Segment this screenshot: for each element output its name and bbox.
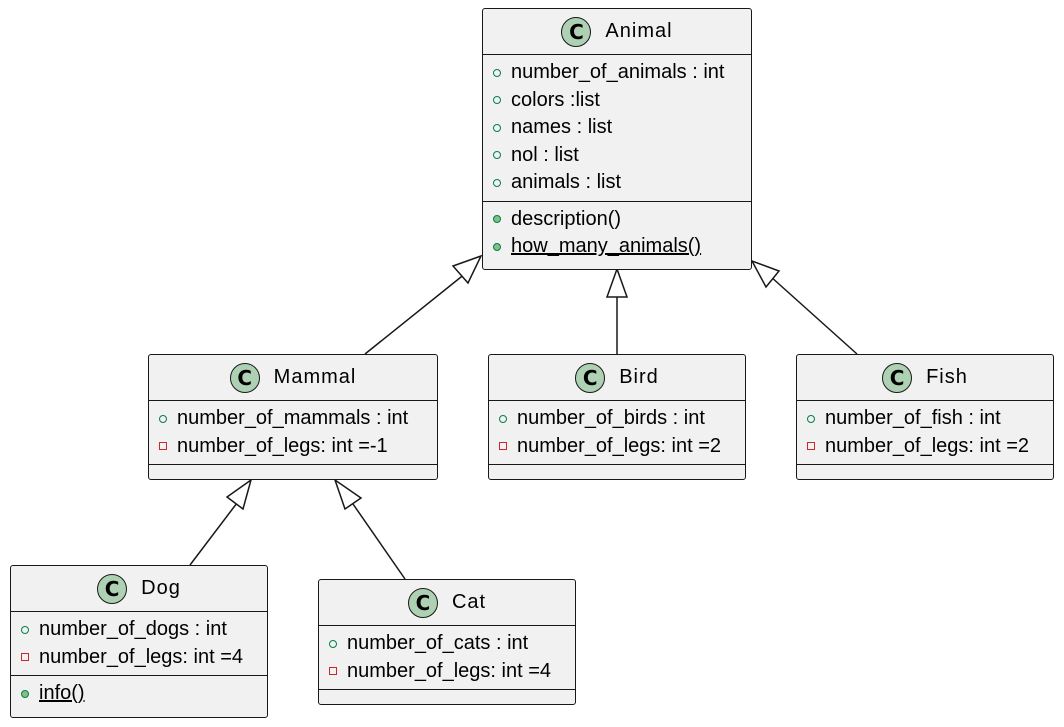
attribute: number_of_legs: int =2 bbox=[489, 433, 745, 461]
attributes-section: number_of_dogs : int number_of_legs: int… bbox=[11, 612, 267, 676]
public-field-icon bbox=[493, 123, 501, 132]
public-method-icon bbox=[21, 689, 29, 698]
methods-section bbox=[149, 465, 437, 481]
attribute: number_of_cats : int bbox=[319, 630, 575, 658]
public-field-icon bbox=[493, 68, 501, 77]
private-field-icon bbox=[807, 442, 815, 451]
attribute: number_of_birds : int bbox=[489, 405, 745, 433]
arrowhead-bird-animal bbox=[605, 266, 629, 298]
attribute: number_of_legs: int =4 bbox=[319, 658, 575, 686]
class-c-icon: C bbox=[407, 587, 438, 618]
methods-section: info() bbox=[11, 676, 267, 712]
attribute: number_of_dogs : int bbox=[11, 616, 267, 644]
class-name: Bird bbox=[619, 366, 659, 388]
public-method-icon bbox=[493, 215, 501, 224]
private-field-icon bbox=[21, 653, 29, 662]
attribute: animals : list bbox=[483, 169, 751, 197]
class-header: C Bird bbox=[489, 355, 745, 401]
methods-section bbox=[489, 465, 745, 481]
methods-section bbox=[319, 690, 575, 706]
methods-section: description() how_many_animals() bbox=[483, 202, 751, 265]
class-c-icon: C bbox=[575, 362, 606, 393]
arrowhead-dog-mammal bbox=[225, 478, 253, 511]
attribute: names : list bbox=[483, 114, 751, 142]
edge-dog-mammal bbox=[189, 502, 238, 566]
class-bird[interactable]: C Bird number_of_birds : int number_of_l… bbox=[488, 354, 746, 480]
attribute: nol : list bbox=[483, 142, 751, 170]
edge-fish-animal bbox=[769, 275, 858, 355]
attribute: number_of_legs: int =2 bbox=[797, 433, 1053, 461]
class-c-icon: C bbox=[561, 16, 592, 47]
public-field-icon bbox=[807, 414, 815, 423]
attribute: number_of_legs: int =4 bbox=[11, 644, 267, 672]
class-fish[interactable]: C Fish number_of_fish : int number_of_le… bbox=[796, 354, 1054, 480]
class-name: Dog bbox=[141, 577, 181, 599]
class-header: C Animal bbox=[483, 9, 751, 55]
class-cat[interactable]: C Cat number_of_cats : int number_of_leg… bbox=[318, 579, 576, 705]
arrowhead-cat-mammal bbox=[333, 478, 363, 511]
methods-section bbox=[797, 465, 1053, 481]
private-field-icon bbox=[329, 667, 337, 676]
attribute: number_of_animals : int bbox=[483, 59, 751, 87]
static-method: info() bbox=[11, 680, 267, 708]
public-field-icon bbox=[499, 414, 507, 423]
public-field-icon bbox=[329, 639, 337, 648]
attributes-section: number_of_cats : int number_of_legs: int… bbox=[319, 626, 575, 690]
edge-cat-mammal bbox=[352, 503, 406, 580]
attribute: number_of_legs: int =-1 bbox=[149, 433, 437, 461]
class-c-icon: C bbox=[97, 573, 128, 604]
public-field-icon bbox=[493, 151, 501, 160]
class-header: C Dog bbox=[11, 566, 267, 612]
class-mammal[interactable]: C Mammal number_of_mammals : int number_… bbox=[148, 354, 438, 480]
class-c-icon: C bbox=[229, 362, 260, 393]
private-field-icon bbox=[159, 442, 167, 451]
attribute: number_of_mammals : int bbox=[149, 405, 437, 433]
arrowhead-mammal-animal bbox=[451, 254, 483, 285]
class-name: Animal bbox=[605, 20, 673, 42]
class-header: C Fish bbox=[797, 355, 1053, 401]
public-field-icon bbox=[493, 178, 501, 187]
arrowhead-fish-animal bbox=[750, 259, 781, 289]
private-field-icon bbox=[499, 442, 507, 451]
class-c-icon: C bbox=[882, 362, 913, 393]
class-header: C Cat bbox=[319, 580, 575, 626]
attribute: number_of_fish : int bbox=[797, 405, 1053, 433]
attribute: colors :list bbox=[483, 87, 751, 115]
class-header: C Mammal bbox=[149, 355, 437, 401]
class-name: Mammal bbox=[273, 366, 357, 388]
attributes-section: number_of_animals : int colors :list nam… bbox=[483, 55, 751, 202]
method: description() bbox=[483, 206, 751, 234]
attributes-section: number_of_birds : int number_of_legs: in… bbox=[489, 401, 745, 465]
class-name: Cat bbox=[451, 591, 487, 613]
static-method: how_many_animals() bbox=[483, 233, 751, 261]
class-animal[interactable]: C Animal number_of_animals : int colors … bbox=[482, 8, 752, 270]
class-dog[interactable]: C Dog number_of_dogs : int number_of_leg… bbox=[10, 565, 268, 718]
edge-mammal-animal bbox=[364, 272, 467, 355]
public-field-icon bbox=[493, 96, 501, 105]
public-field-icon bbox=[21, 625, 29, 634]
public-method-icon bbox=[493, 242, 501, 251]
class-name: Fish bbox=[926, 366, 968, 388]
attributes-section: number_of_fish : int number_of_legs: int… bbox=[797, 401, 1053, 465]
public-field-icon bbox=[159, 414, 167, 423]
attributes-section: number_of_mammals : int number_of_legs: … bbox=[149, 401, 437, 465]
